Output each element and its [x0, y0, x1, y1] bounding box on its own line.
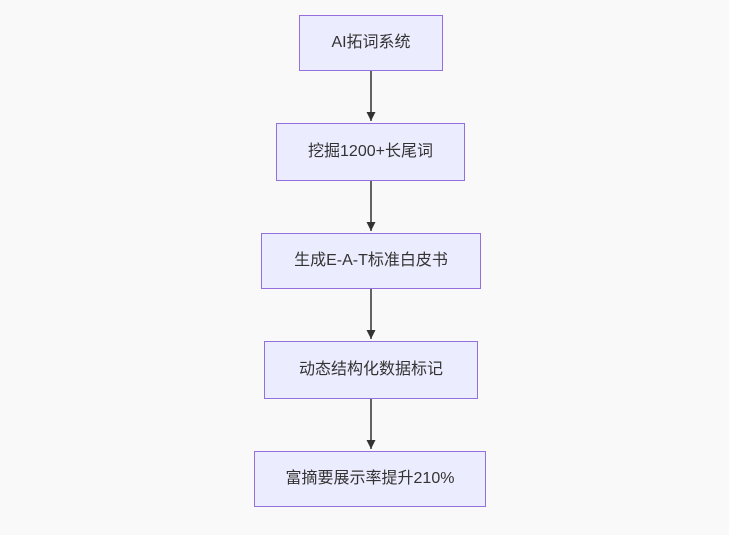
- flow-node-label: 生成E-A-T标准白皮书: [294, 252, 448, 270]
- flow-node-label: 富摘要展示率提升210%: [285, 470, 455, 488]
- flow-node-ai-word-expansion: AI拓词系统: [299, 15, 443, 71]
- flow-node-label: AI拓词系统: [331, 34, 411, 52]
- flow-node-label: 动态结构化数据标记: [298, 361, 443, 379]
- flow-node-structured-data: 动态结构化数据标记: [264, 341, 478, 399]
- flow-node-longtail-mining: 挖掘1200+长尾词: [276, 123, 465, 181]
- flow-node-rich-snippet-result: 富摘要展示率提升210%: [254, 451, 486, 507]
- flow-node-label: 挖掘1200+长尾词: [308, 143, 433, 161]
- flow-node-eat-whitepaper: 生成E-A-T标准白皮书: [261, 233, 481, 289]
